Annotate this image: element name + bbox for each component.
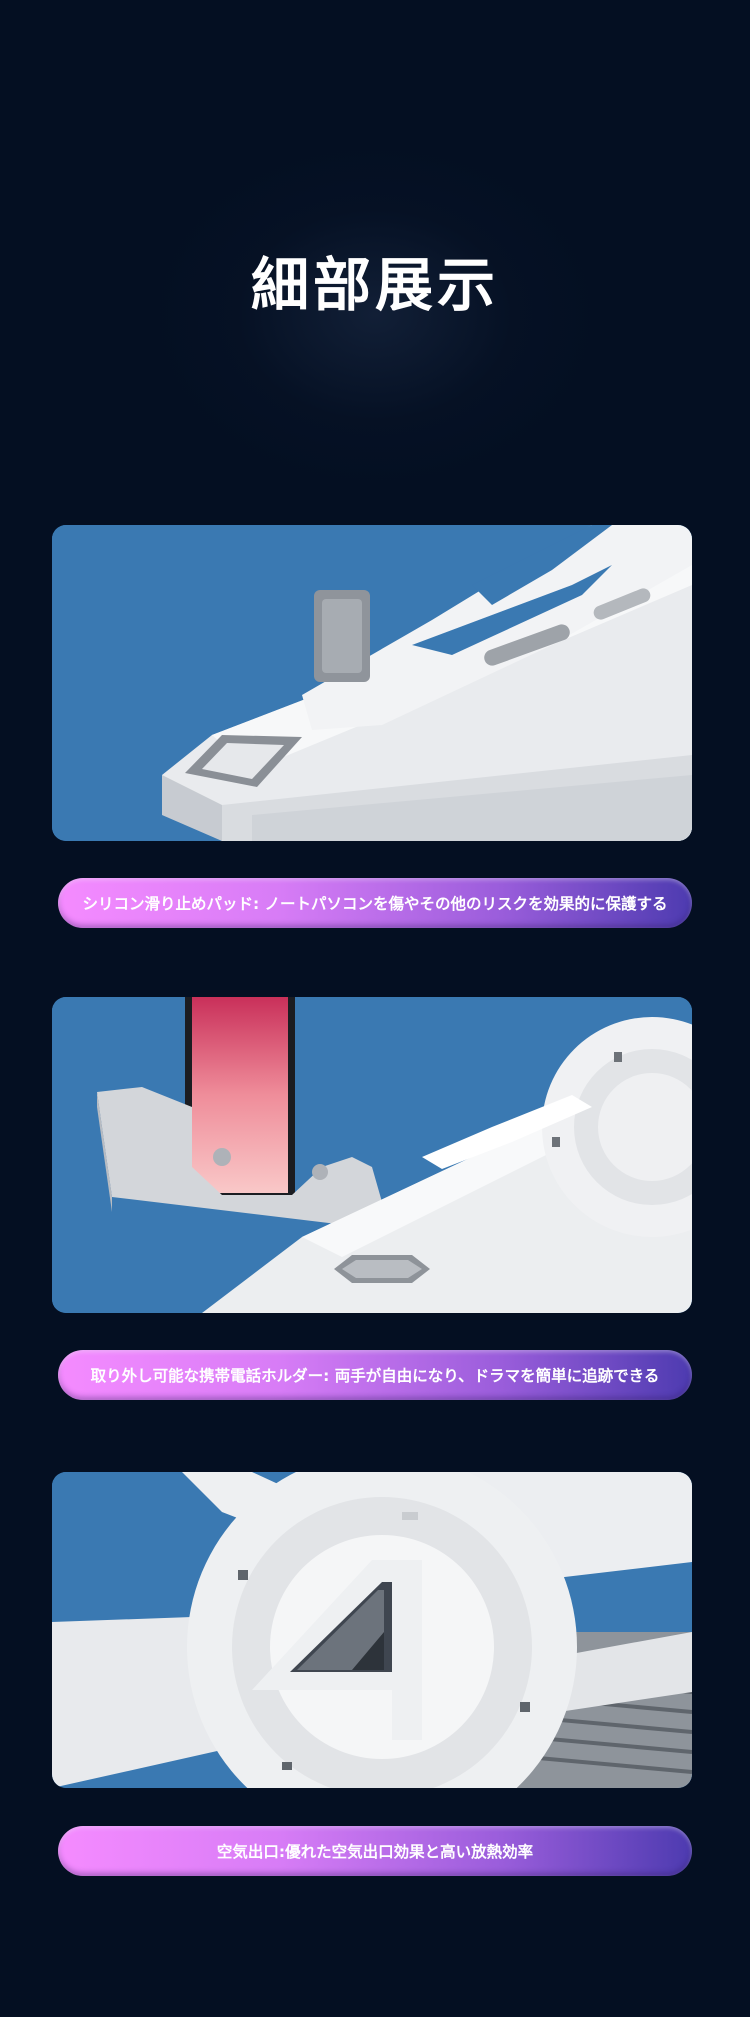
hero-glow	[160, 150, 590, 480]
feature-image-phone-holder	[52, 997, 692, 1313]
page-title: 細部展示	[250, 251, 499, 319]
feature-image-air-outlet	[52, 1472, 692, 1788]
feature-caption: 取り外し可能な携帯電話ホルダー: 両手が自由になり、ドラマを簡単に追跡できる	[58, 1350, 692, 1400]
feature-caption: シリコン滑り止めパッド: ノートパソコンを傷やその他のリスクを効果的に保護する	[58, 878, 692, 928]
feature-image-silicone-pad	[52, 525, 692, 841]
feature-caption: 空気出口:優れた空気出口効果と高い放熱効率	[58, 1826, 692, 1876]
